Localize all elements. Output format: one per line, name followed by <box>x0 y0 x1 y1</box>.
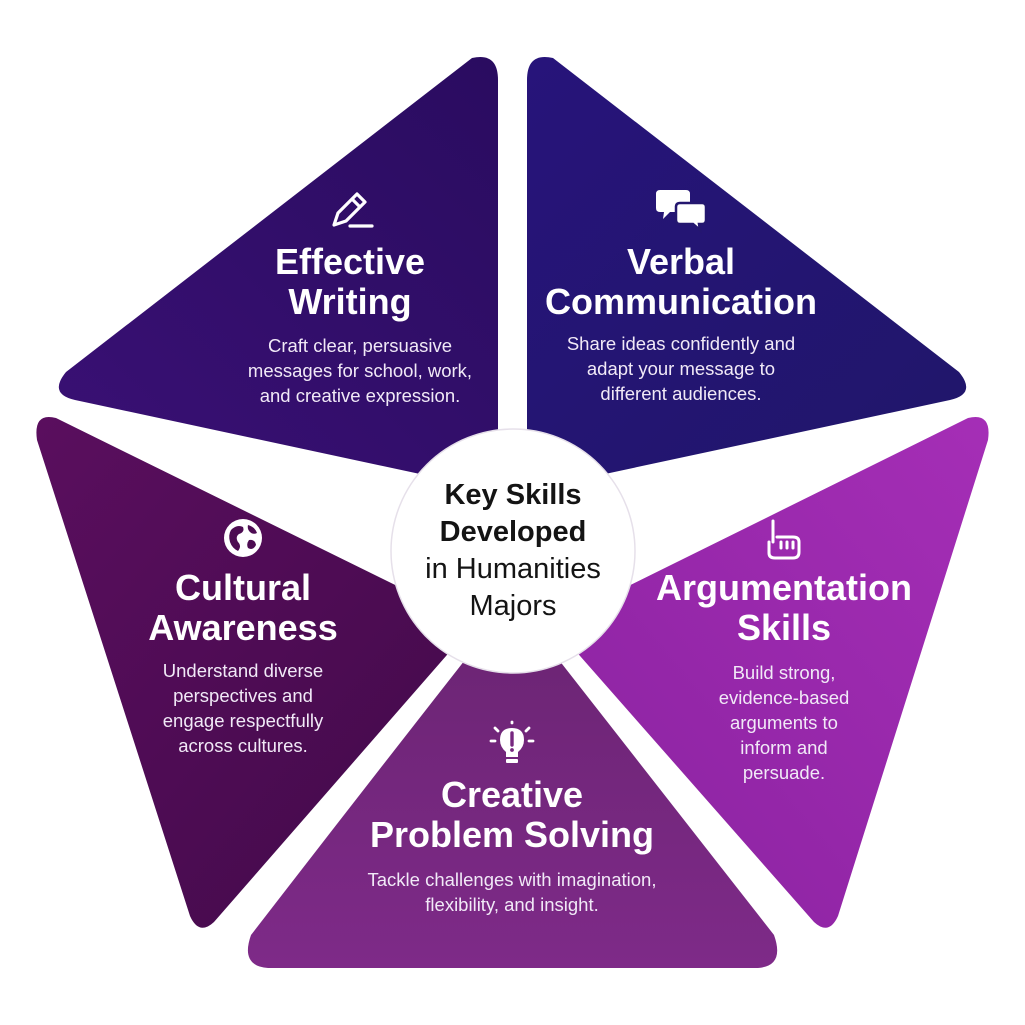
creative-problem-solving-desc-line-1: Tackle challenges with imagination, <box>367 869 657 890</box>
cultural-awareness-text: Cultural Awareness <box>133 568 353 648</box>
center-label-line-4: Majors <box>469 590 557 622</box>
argumentation-skills-title-line-2: Skills <box>736 607 832 648</box>
verbal-communication-text: Verbal Communication <box>531 242 831 322</box>
argumentation-skills-description: Build strong, evidence-based arguments t… <box>684 660 884 785</box>
globe-icon <box>224 519 262 557</box>
hand-pointing-icon <box>767 519 801 560</box>
lightbulb-icon <box>489 720 535 763</box>
effective-writing-desc-line-3: and creative expression. <box>259 385 461 406</box>
segment-effective-writing <box>58 56 499 488</box>
segment-cultural-awareness <box>36 416 465 928</box>
argumentation-skills-desc-line-1: Build strong, <box>732 662 836 683</box>
verbal-communication-desc-line-3: different audiences. <box>600 383 762 404</box>
chat-bubbles-icon <box>656 190 708 234</box>
verbal-communication-desc-line-1: Share ideas confidently and <box>566 333 796 354</box>
verbal-communication-title-line-2: Communication <box>544 281 817 322</box>
cultural-awareness-description: Understand diverse perspectives and enga… <box>133 658 353 758</box>
center-label-line-1: Key Skills <box>444 479 582 511</box>
cultural-awareness-title: Cultural Awareness <box>133 568 353 648</box>
cultural-awareness-desc-line-1: Understand diverse <box>162 660 324 681</box>
cultural-awareness-desc-line-4: across cultures. <box>178 735 308 756</box>
pencil-icon <box>332 192 374 228</box>
creative-problem-solving-description: Tackle challenges with imagination, flex… <box>322 867 702 917</box>
cultural-awareness-title-line-2: Awareness <box>148 607 338 648</box>
segment-creative-problem-solving <box>247 600 778 968</box>
center-label-line-2: Developed <box>439 516 587 548</box>
effective-writing-title-line-2: Writing <box>288 281 412 322</box>
effective-writing-title-line-1: Effective <box>274 241 426 282</box>
argumentation-skills-desc-line-3: arguments to <box>730 712 838 733</box>
argumentation-skills-desc-line-2: evidence-based <box>718 687 850 708</box>
verbal-communication-desc-line-2: adapt your message to <box>586 358 776 379</box>
center-circle-inner <box>401 439 625 663</box>
segment-verbal-communication <box>527 56 967 488</box>
cultural-awareness-desc-line-3: engage respectfully <box>162 710 324 731</box>
effective-writing-desc-line-1: Craft clear, persuasive <box>267 335 453 356</box>
verbal-communication-description: Share ideas confidently and adapt your m… <box>531 331 831 406</box>
effective-writing-text: Effective Writing <box>250 242 450 322</box>
center-label-line-3: in Humanities <box>425 553 601 585</box>
verbal-communication-title-line-1: Verbal <box>626 241 736 282</box>
effective-writing-desc-line-2: messages for school, work, <box>247 360 473 381</box>
argumentation-skills-title: Argumentation Skills <box>634 568 934 648</box>
argumentation-skills-desc-line-4: inform and <box>740 737 828 758</box>
argumentation-skills-desc-line-5: persuade. <box>742 762 826 783</box>
cultural-awareness-title-line-1: Cultural <box>174 567 311 608</box>
argumentation-skills-title-line-1: Argumentation <box>656 567 912 608</box>
creative-problem-solving-text: Creative Problem Solving <box>342 775 682 855</box>
segment-argumentation-skills <box>561 416 989 928</box>
creative-problem-solving-title: Creative Problem Solving <box>342 775 682 855</box>
creative-problem-solving-title-line-2: Problem Solving <box>369 814 655 855</box>
creative-problem-solving-desc-line-2: flexibility, and insight. <box>425 894 599 915</box>
cultural-awareness-desc-line-2: perspectives and <box>173 685 313 706</box>
center-label: Key Skills Developed in Humanities Major… <box>394 446 632 656</box>
verbal-communication-title: Verbal Communication <box>531 242 831 322</box>
effective-writing-description: Craft clear, persuasive messages for sch… <box>210 333 510 408</box>
effective-writing-title: Effective Writing <box>250 242 450 322</box>
argumentation-skills-text: Argumentation Skills <box>634 568 934 648</box>
creative-problem-solving-title-line-1: Creative <box>440 774 584 815</box>
